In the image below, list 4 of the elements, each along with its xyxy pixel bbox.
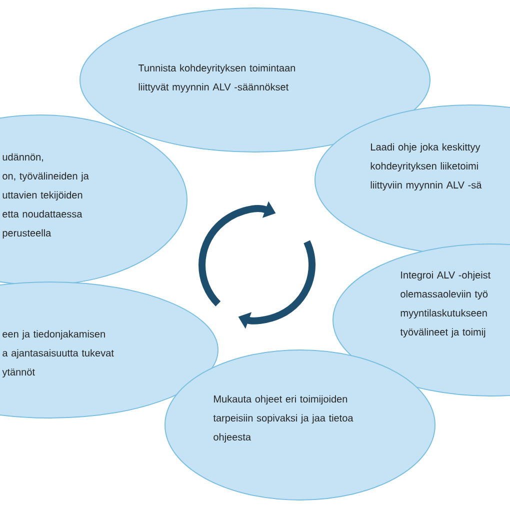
ellipse-bubble: udännön, on, työvälineiden ja uttavien tekijöiden etta noudattaessa perusteella [0, 114, 188, 286]
node-label: Integroi ALV -ohjeist olemassaoleviin työ myyntilaskutukseen työvälineet ja toimij [400, 271, 491, 338]
ellipse-bubble: Mukauta ohjeet eri toimijoiden tarpeisiin sopivaksi ja jaa tietoa ohjeesta [164, 350, 436, 500]
ellipse-bubble: Integroi ALV -ohjeist olemassaoleviin työ myyntilaskutukseen työvälineet ja toimij [332, 244, 510, 396]
